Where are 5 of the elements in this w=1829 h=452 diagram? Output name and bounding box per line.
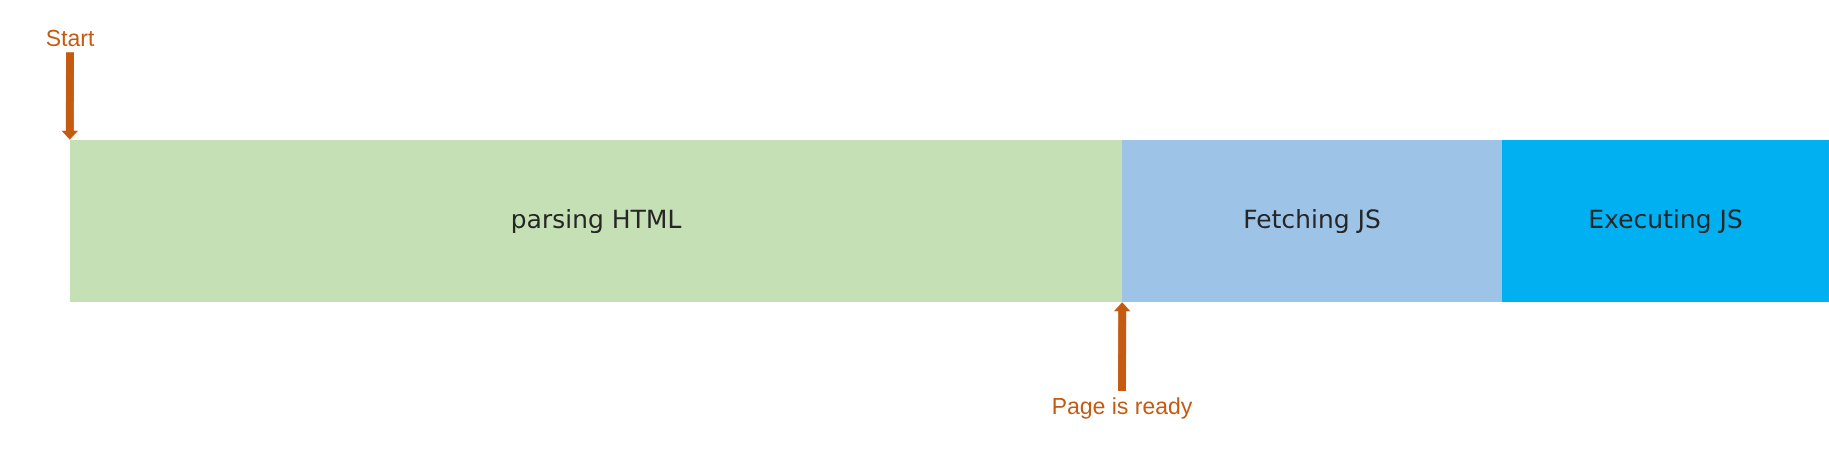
marker-label: Start <box>46 29 95 47</box>
timeline-segment: Executing JS <box>1502 140 1829 302</box>
timeline-segment: parsing HTML <box>70 140 1122 302</box>
timeline-segment: Fetching JS <box>1122 140 1502 302</box>
marker-label: Page is ready <box>1053 397 1193 419</box>
